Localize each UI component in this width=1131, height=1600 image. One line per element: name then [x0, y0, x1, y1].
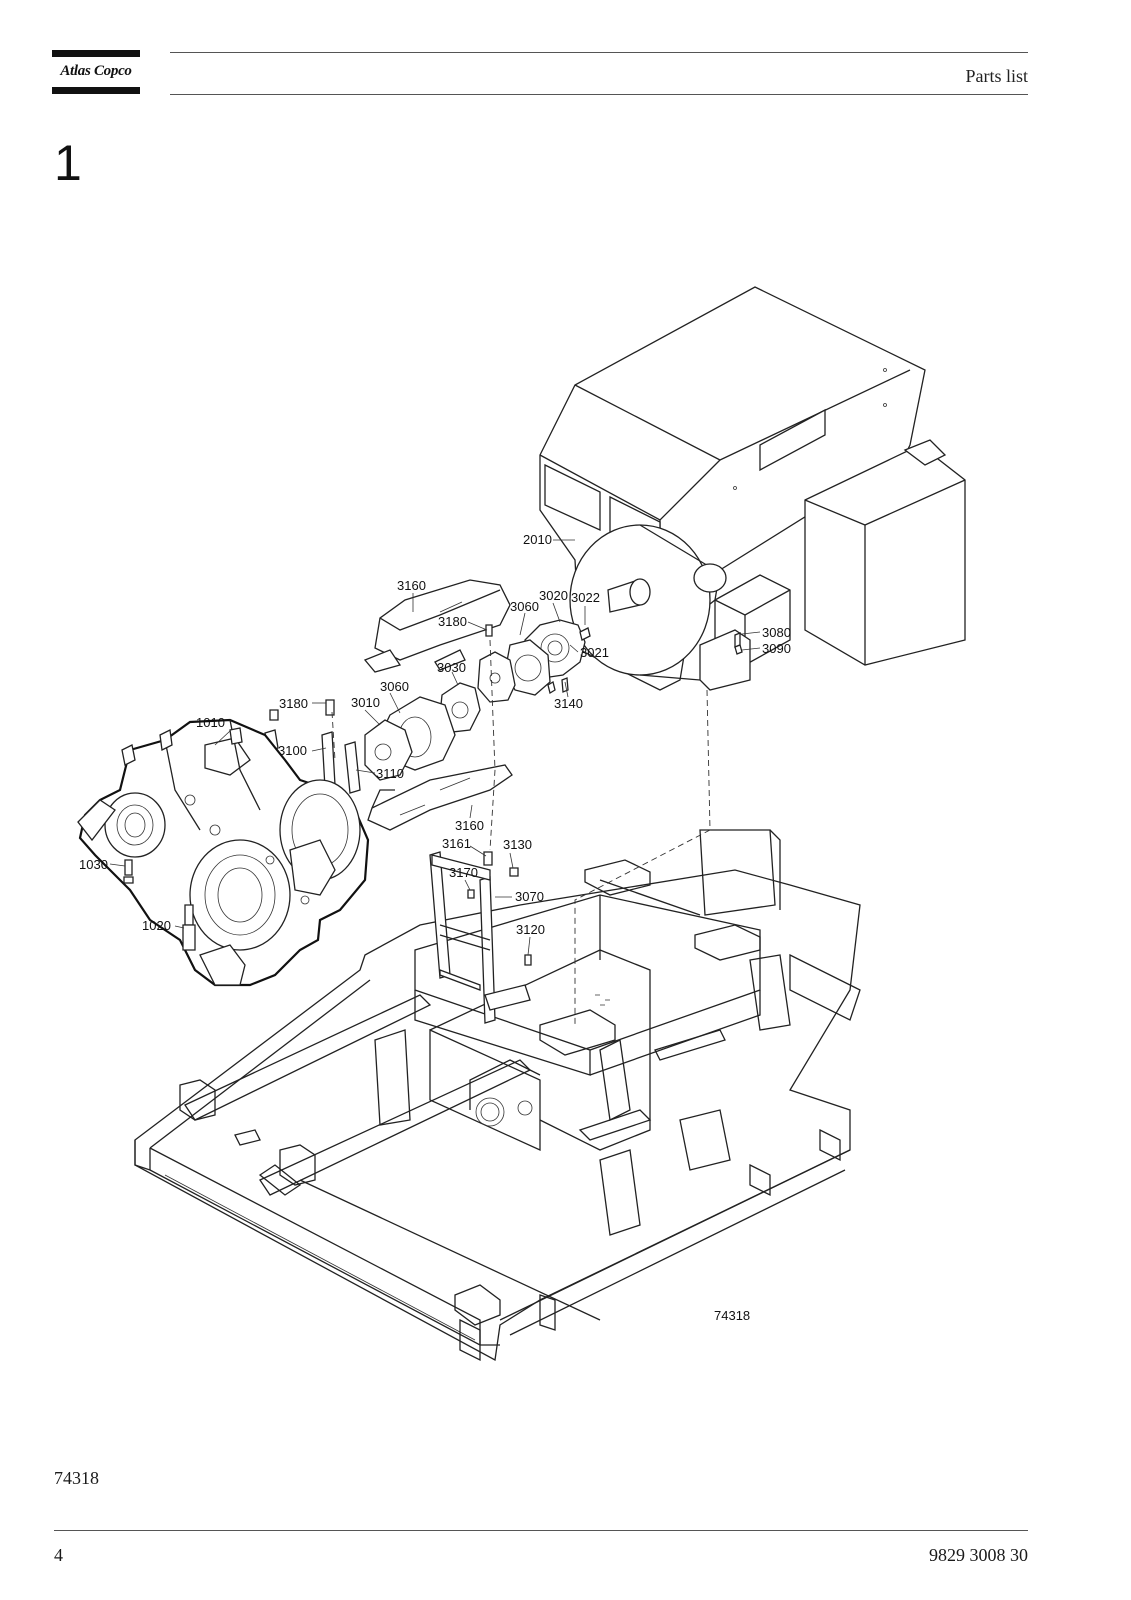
callout-3170: 3170: [449, 865, 478, 880]
callout-3140: 3140: [554, 696, 583, 711]
callout-3180-upper: 3180: [438, 614, 467, 629]
callout-3010: 3010: [351, 695, 380, 710]
callout-3060-upper: 3060: [510, 599, 539, 614]
coupling-guards: [363, 579, 513, 831]
page-title: Parts list: [965, 66, 1028, 86]
logo-wordmark: Atlas Copco: [60, 63, 132, 79]
callout-3020: 3020: [539, 588, 568, 603]
callout-3120: 3120: [516, 922, 545, 937]
drawing-reference: 74318: [54, 1468, 99, 1488]
callout-3070: 3070: [515, 889, 544, 904]
coupling-parts: [364, 619, 743, 781]
header-rule-top: [170, 52, 1028, 53]
engine-assembly: [77, 718, 370, 987]
callout-1030: 1030: [79, 857, 108, 872]
logo-bar-top: [52, 50, 140, 57]
footer-rule: [54, 1530, 1028, 1531]
header-rule-bottom: [170, 94, 1028, 95]
document-number: 9829 3008 30: [929, 1545, 1028, 1565]
callout-labels: 2010 3160 3180 3060 3020 3022 3021 3030 …: [79, 532, 791, 1323]
callout-3180-lower: 3180: [279, 696, 308, 711]
callout-3160-upper: 3160: [397, 578, 426, 593]
callout-3080: 3080: [762, 625, 791, 640]
callout-3030: 3030: [437, 660, 466, 675]
alignment-lines: [331, 639, 711, 1025]
base-frame: [134, 829, 861, 1362]
callout-2010: 2010: [523, 532, 552, 547]
callout-3060-lower: 3060: [380, 679, 409, 694]
page-number: 4: [54, 1545, 63, 1565]
leader-lines: [109, 539, 761, 956]
callout-1020: 1020: [142, 918, 171, 933]
mounting-brackets: [264, 699, 532, 1024]
callout-3160-lower: 3160: [455, 818, 484, 833]
logo-bar-bottom: [52, 87, 140, 94]
callout-3021: 3021: [580, 645, 609, 660]
callout-3110: 3110: [376, 766, 404, 781]
generator-assembly: [539, 286, 966, 691]
callout-3022: 3022: [571, 590, 600, 605]
callout-1010: 1010: [196, 715, 225, 730]
callout-3161: 3161: [442, 836, 471, 851]
callout-3090: 3090: [762, 641, 791, 656]
atlas-copco-logo: Atlas Copco: [52, 50, 140, 94]
section-number: 1: [54, 135, 82, 191]
callout-3130: 3130: [503, 837, 532, 852]
figure-number: 74318: [714, 1308, 750, 1323]
callout-3100: 3100: [278, 743, 307, 758]
